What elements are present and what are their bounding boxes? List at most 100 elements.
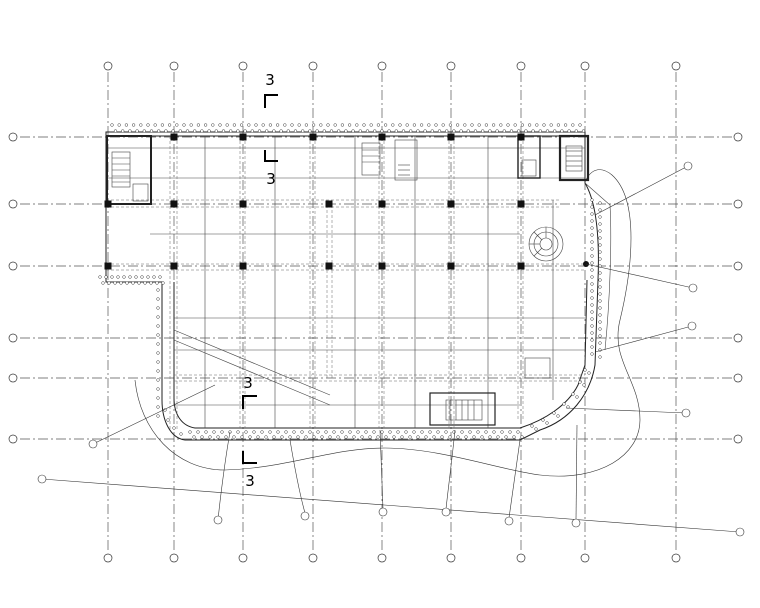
pile <box>513 123 517 127</box>
pile <box>352 435 356 439</box>
pile <box>500 430 504 434</box>
pile <box>590 247 594 251</box>
pile <box>445 129 449 133</box>
pile <box>124 123 129 127</box>
pile <box>292 430 296 434</box>
pile <box>598 292 602 296</box>
column <box>378 262 386 270</box>
grid-bubble <box>671 61 681 71</box>
grid-bubble <box>516 553 526 563</box>
callout-tag-1 <box>683 161 693 171</box>
pile <box>348 430 352 434</box>
pile <box>590 233 594 237</box>
pile <box>598 229 602 233</box>
vertical-beams <box>169 136 554 430</box>
pile <box>156 288 160 292</box>
pile <box>340 430 344 434</box>
pile <box>290 123 294 127</box>
grid-bubble <box>733 333 743 343</box>
pile <box>244 430 248 434</box>
pile <box>481 129 485 133</box>
column <box>517 200 525 208</box>
pile <box>142 129 146 133</box>
pile <box>468 430 472 434</box>
column <box>447 200 455 208</box>
pile <box>143 281 147 285</box>
pile <box>257 129 262 133</box>
pile <box>104 275 108 279</box>
pile <box>392 435 396 439</box>
pile <box>156 378 160 382</box>
pile <box>549 123 553 127</box>
pile <box>491 123 496 127</box>
pile <box>337 129 341 133</box>
pile <box>347 123 352 127</box>
pile <box>574 129 578 133</box>
pile <box>384 435 388 439</box>
pile <box>293 129 298 133</box>
pile <box>250 129 254 133</box>
pile <box>311 123 316 127</box>
svg-text:3: 3 <box>245 472 255 490</box>
grid-bubble <box>169 553 179 563</box>
pile <box>480 435 484 439</box>
pile <box>578 123 582 127</box>
pile <box>157 129 161 133</box>
pile <box>239 123 244 127</box>
pile <box>484 430 488 434</box>
pile <box>196 430 200 434</box>
pile <box>156 333 160 337</box>
pile <box>320 435 324 439</box>
pile <box>360 435 364 439</box>
pile <box>236 430 240 434</box>
grid-bubble <box>308 553 318 563</box>
pile <box>430 129 434 133</box>
spiral-stair <box>528 226 564 262</box>
pile <box>376 435 380 439</box>
pile <box>214 129 218 133</box>
pile <box>128 275 132 279</box>
callout-tag-2 <box>688 283 698 293</box>
pile <box>590 324 594 328</box>
pile <box>272 129 276 133</box>
callout-tag-11 <box>571 518 581 528</box>
column <box>309 133 317 141</box>
pile <box>590 296 594 300</box>
pile <box>488 129 492 133</box>
pile <box>286 129 290 133</box>
pile <box>590 303 594 307</box>
pile <box>149 281 153 285</box>
grid-bubble <box>8 373 18 383</box>
pile <box>520 435 524 439</box>
pile <box>590 275 594 279</box>
callout-tag-4 <box>681 408 691 418</box>
pile <box>504 435 508 439</box>
pile <box>185 129 190 133</box>
pile <box>598 208 602 212</box>
pile <box>175 123 179 127</box>
pile <box>265 129 269 133</box>
pile <box>156 360 160 364</box>
pile <box>535 123 539 127</box>
grid-bubble <box>733 132 743 142</box>
pile <box>427 123 431 127</box>
pile <box>398 123 402 127</box>
pile <box>193 129 197 133</box>
pile <box>252 430 256 434</box>
pile <box>264 435 268 439</box>
pile <box>404 430 408 434</box>
stair-core-north <box>361 139 418 181</box>
pile <box>466 129 470 133</box>
pile <box>388 430 392 434</box>
pile <box>276 430 280 434</box>
grid-bubble <box>733 373 743 383</box>
pile <box>254 123 258 127</box>
pile <box>437 129 442 133</box>
svg-text:3: 3 <box>266 170 276 188</box>
pile <box>211 123 215 127</box>
pile <box>156 369 160 373</box>
pile <box>356 430 360 434</box>
pile <box>423 129 427 133</box>
pile <box>332 430 336 434</box>
pile <box>598 250 602 254</box>
